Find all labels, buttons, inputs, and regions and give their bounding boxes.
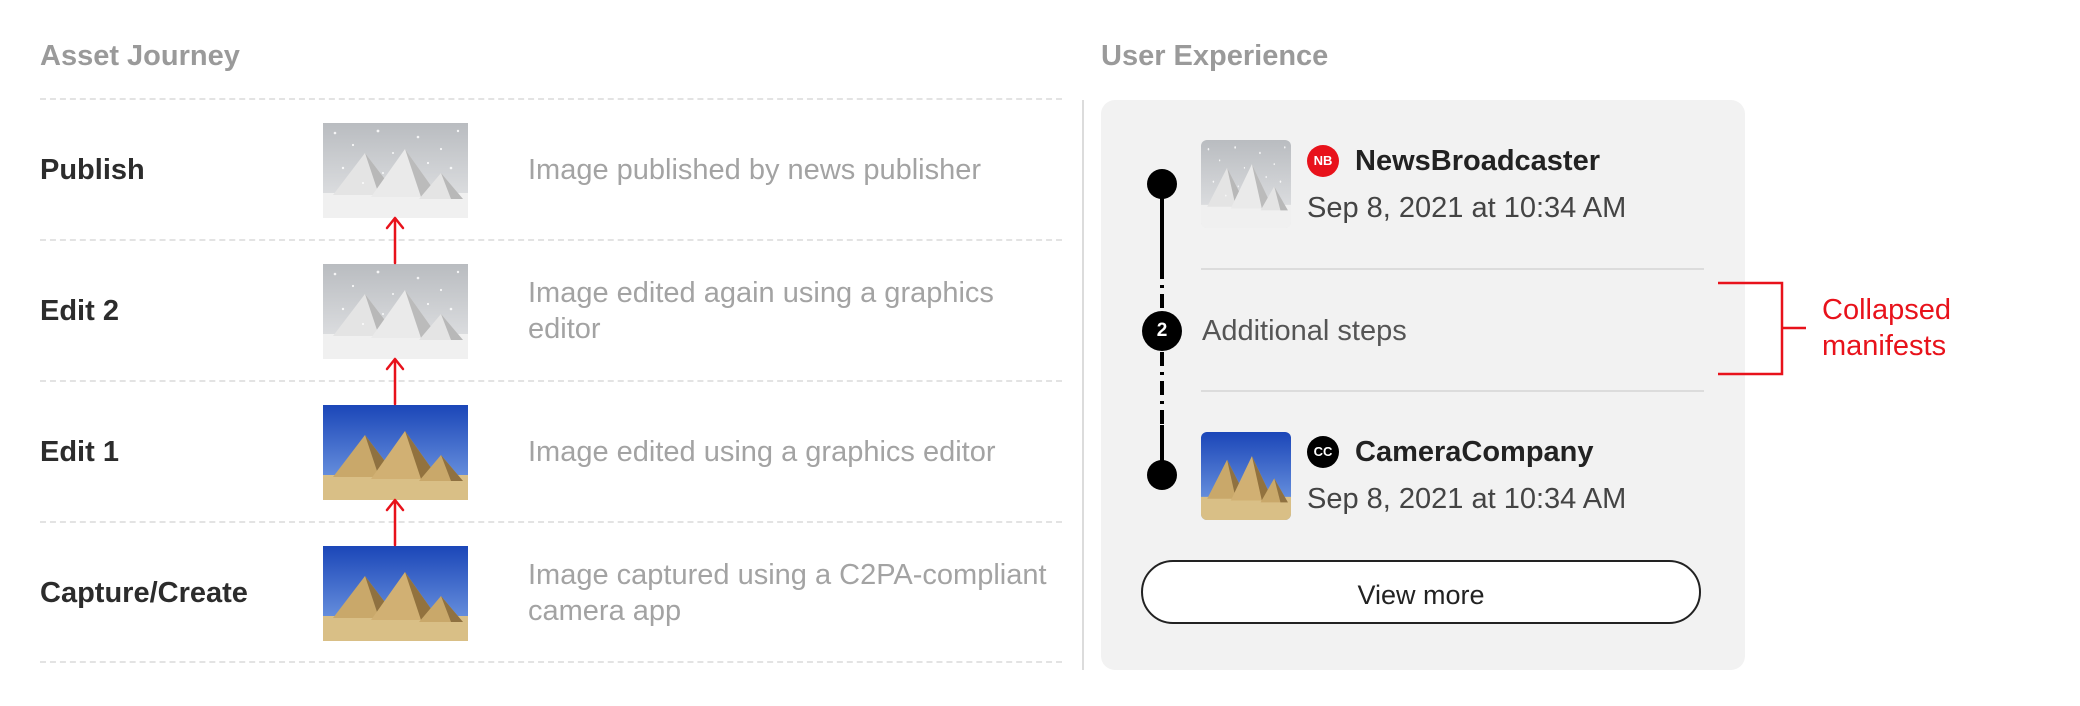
collapsed-manifests-label: Collapsed manifests xyxy=(1822,294,1951,362)
entry-name[interactable]: CameraCompany xyxy=(1355,436,1594,468)
row-divider xyxy=(40,380,1062,382)
timeline-dot xyxy=(1147,460,1177,490)
row-divider xyxy=(40,661,1062,663)
row-divider xyxy=(40,521,1062,523)
view-more-button[interactable]: View more xyxy=(1141,560,1701,624)
arrow-up-icon xyxy=(385,216,405,265)
step-description-capture: Image captured using a C2PA-compliant ca… xyxy=(528,559,1047,627)
entry-name[interactable]: NewsBroadcaster xyxy=(1355,145,1600,177)
arrow-up-icon xyxy=(385,357,405,406)
step-label-publish: Publish xyxy=(40,154,145,186)
additional-steps-count[interactable]: 2 xyxy=(1142,311,1182,351)
step-label-edit-1: Edit 1 xyxy=(40,436,119,468)
manifest-panel: NB NewsBroadcaster Sep 8, 2021 at 10:34 … xyxy=(1101,100,1745,670)
step-description-edit-1: Image edited using a graphics editor xyxy=(528,436,996,468)
cameracompany-logo-icon: CC xyxy=(1307,436,1339,468)
step-label-capture: Capture/Create xyxy=(40,577,248,609)
panel-divider xyxy=(1201,390,1704,392)
timeline-dot xyxy=(1147,169,1177,199)
step-description-edit-2: Image edited again using a graphics edit… xyxy=(528,277,994,345)
step-label-edit-2: Edit 2 xyxy=(40,295,119,327)
publish-thumbnail xyxy=(323,123,468,218)
cameracompany-thumbnail xyxy=(1201,432,1291,520)
newsbroadcaster-thumbnail xyxy=(1201,140,1291,228)
section-divider xyxy=(1082,100,1084,670)
row-divider xyxy=(40,98,1062,100)
asset-journey-title: Asset Journey xyxy=(40,40,240,72)
step-description-publish: Image published by news publisher xyxy=(528,154,981,186)
panel-divider xyxy=(1201,268,1704,270)
entry-date: Sep 8, 2021 at 10:34 AM xyxy=(1307,483,1627,515)
additional-steps-label[interactable]: Additional steps xyxy=(1202,315,1407,347)
arrow-up-icon xyxy=(385,498,405,547)
collapsed-bracket xyxy=(1718,281,1806,376)
capture-thumbnail xyxy=(323,546,468,641)
user-experience-title: User Experience xyxy=(1101,40,1329,72)
entry-date: Sep 8, 2021 at 10:34 AM xyxy=(1307,192,1627,224)
journey-arrows xyxy=(385,216,405,547)
row-divider xyxy=(40,239,1062,241)
newsbroadcaster-logo-icon: NB xyxy=(1307,145,1339,177)
